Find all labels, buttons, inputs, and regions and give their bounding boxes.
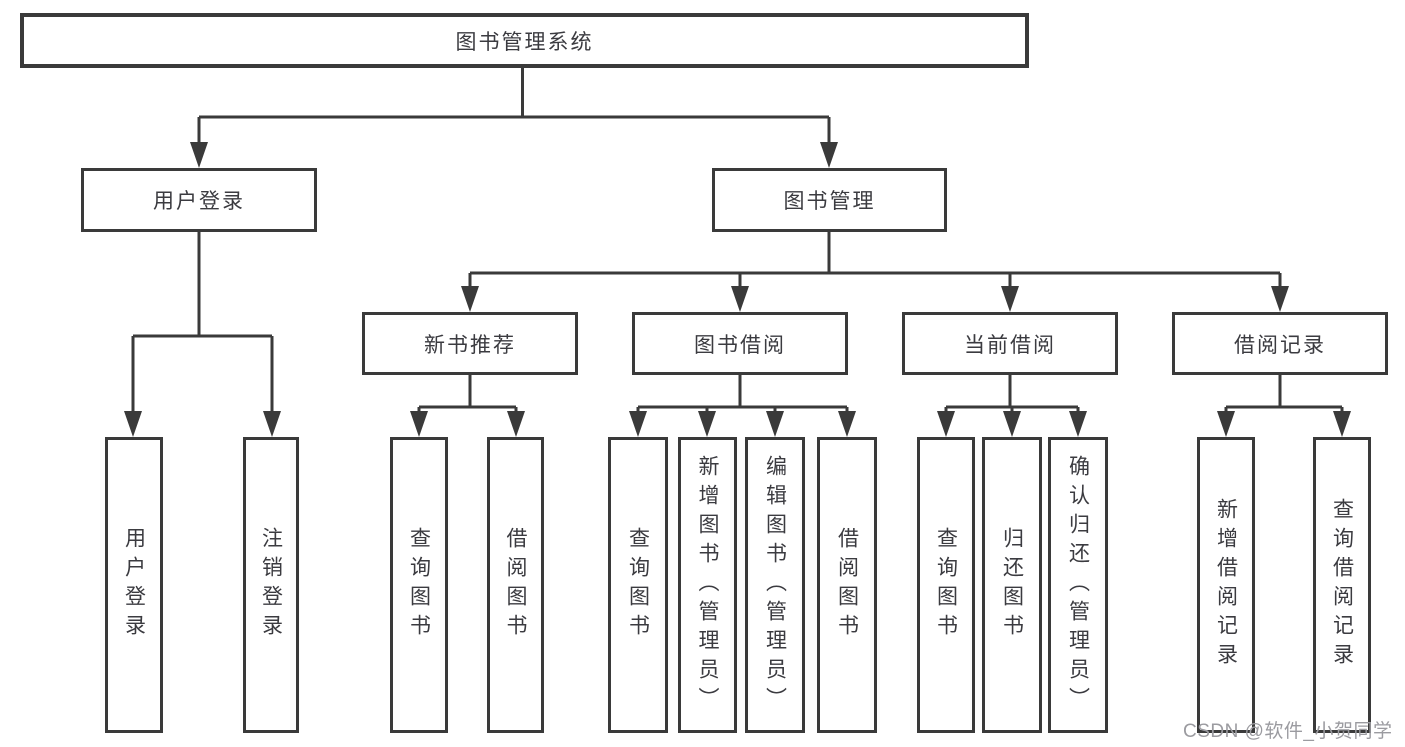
node-query-borrow-record: 查询借阅记录 (1313, 437, 1371, 733)
node-label: 用户登录 (122, 527, 146, 643)
node-return-book: 归还图书 (982, 437, 1042, 733)
node-label: 借阅图书 (835, 527, 859, 643)
node-label: 编辑图书（管理员） (763, 454, 787, 716)
node-add-book-admin: 新增图书（管理员） (678, 437, 737, 733)
node-label: 图书管理系统 (455, 30, 594, 54)
node-label: 查询图书 (407, 527, 431, 643)
node-label: 当前借阅 (964, 333, 1056, 357)
node-label: 用户登录 (153, 190, 245, 213)
node-label: 图书借阅 (694, 333, 786, 357)
node-label: 新书推荐 (424, 333, 516, 357)
node-book-management-module: 图书管理 (712, 168, 947, 232)
node-borrow-books-1: 借阅图书 (487, 437, 544, 733)
node-label: 注销登录 (259, 527, 283, 643)
node-new-book-recommendation: 新书推荐 (362, 312, 578, 375)
node-borrowing-records: 借阅记录 (1172, 312, 1388, 375)
node-label: 图书管理 (783, 190, 876, 213)
node-library-management-system: 图书管理系统 (20, 13, 1029, 68)
node-query-books-3: 查询图书 (917, 437, 975, 733)
node-borrow-books-2: 借阅图书 (817, 437, 877, 733)
node-label: 查询图书 (934, 527, 958, 643)
node-query-books-1: 查询图书 (390, 437, 448, 733)
node-confirm-return-admin: 确认归还（管理员） (1048, 437, 1108, 733)
node-label: 借阅记录 (1234, 333, 1326, 357)
node-label: 新增图书（管理员） (696, 454, 719, 716)
node-edit-book-admin: 编辑图书（管理员） (745, 437, 805, 733)
node-label: 查询图书 (626, 527, 650, 643)
node-user-login: 用户登录 (105, 437, 163, 733)
node-add-borrow-record: 新增借阅记录 (1197, 437, 1255, 733)
node-user-login-module: 用户登录 (81, 168, 317, 232)
node-label: 新增借阅记录 (1214, 498, 1238, 672)
node-label: 借阅图书 (504, 527, 527, 643)
node-logout: 注销登录 (243, 437, 299, 733)
node-current-borrowing: 当前借阅 (902, 312, 1118, 375)
node-label: 查询借阅记录 (1330, 498, 1354, 672)
node-label: 确认归还（管理员） (1066, 454, 1090, 716)
node-label: 归还图书 (1000, 527, 1024, 643)
csdn-watermark: CSDN @软件_小贺同学 (1183, 721, 1393, 742)
node-book-borrowing: 图书借阅 (632, 312, 848, 375)
node-query-books-2: 查询图书 (608, 437, 668, 733)
